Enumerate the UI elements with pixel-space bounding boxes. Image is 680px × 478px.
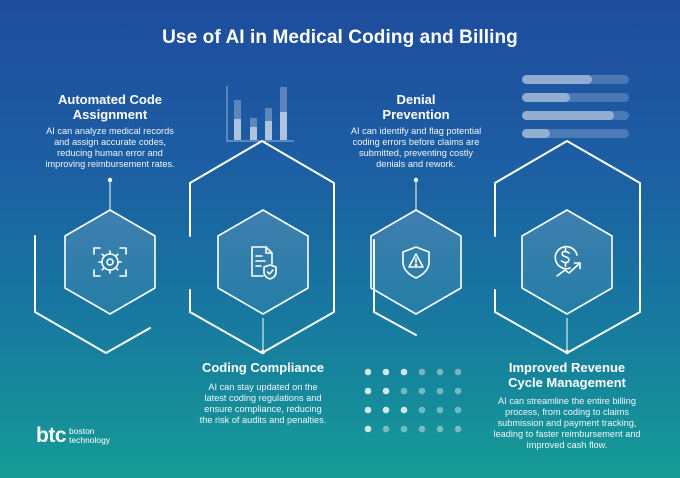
- hex-node-1: [64, 209, 156, 315]
- description-line: reducing human error and: [57, 148, 163, 158]
- heading-line: Improved Revenue: [508, 360, 626, 375]
- hex-node-2: [217, 209, 309, 315]
- page-title: Use of AI in Medical Coding and Billing: [162, 27, 518, 48]
- step-description-automated-code-assignment: AI can analyze medical records and assig…: [20, 126, 200, 170]
- step-description-improved-revenue-cycle: AI can streamline the entire billing pro…: [472, 396, 662, 451]
- description-line: process, from coding to claims: [504, 407, 630, 417]
- connector-dot: [413, 177, 419, 183]
- connector-dot: [260, 349, 266, 355]
- description-line: AI can streamline the entire billing: [498, 396, 636, 406]
- description-line: leading to faster reimbursement and: [493, 429, 641, 439]
- description-line: coding errors before claims are: [352, 137, 480, 147]
- description-line: and assign accurate codes,: [54, 137, 166, 147]
- logo-text: boston technology: [69, 427, 110, 445]
- heading-line: Assignment: [72, 107, 148, 122]
- description-line: submission and payment tracking,: [497, 418, 637, 428]
- heading-line: Prevention: [382, 107, 450, 122]
- logo-text-line: technology: [69, 435, 111, 445]
- heading-line: Coding Compliance: [201, 360, 325, 375]
- step-heading-denial-prevention: Denial Prevention: [326, 92, 506, 122]
- connectors: [109, 180, 568, 352]
- company-logo: btc boston technology: [36, 424, 110, 448]
- description-line: AI can analyze medical records: [46, 126, 174, 136]
- bar-chart-decoration: [226, 86, 294, 142]
- heading-line: Automated Code: [58, 92, 162, 107]
- connector-dot: [107, 177, 113, 183]
- step-description-coding-compliance: AI can stay updated on the latest coding…: [168, 382, 358, 426]
- description-line: the risk of audits and penalties.: [199, 415, 327, 425]
- step-heading-improved-revenue-cycle: Improved Revenue Cycle Management: [472, 360, 662, 390]
- dot-grid-decoration: [364, 368, 462, 433]
- description-line: latest coding regulations and: [204, 393, 322, 403]
- description-line: ensure compliance, reducing: [204, 404, 322, 414]
- step-description-denial-prevention: AI can identify and flag potential codin…: [326, 126, 506, 170]
- progress-bars-decoration: [522, 75, 629, 138]
- document-shield-icon: [251, 246, 277, 280]
- step-heading-coding-compliance: Coding Compliance: [168, 360, 358, 375]
- step-heading-automated-code-assignment: Automated Code Assignment: [20, 92, 200, 122]
- warning-shield-icon: [402, 246, 430, 279]
- dollar-growth-icon: [554, 245, 581, 277]
- logo-text-line: boston: [69, 426, 95, 436]
- gear-target-icon: [93, 247, 127, 277]
- description-line: submitted, preventing costly: [359, 148, 473, 158]
- description-line: denials and rework.: [376, 159, 456, 169]
- description-line: improved cash flow.: [526, 440, 608, 450]
- description-line: AI can identify and flag potential: [350, 126, 482, 136]
- heading-line: Cycle Management: [508, 375, 626, 390]
- description-line: improving reimbursement rates.: [45, 159, 175, 169]
- description-line: AI can stay updated on the: [208, 382, 318, 392]
- logo-mark: btc: [36, 424, 67, 447]
- heading-line: Denial: [396, 92, 436, 107]
- connector-dot: [564, 349, 570, 355]
